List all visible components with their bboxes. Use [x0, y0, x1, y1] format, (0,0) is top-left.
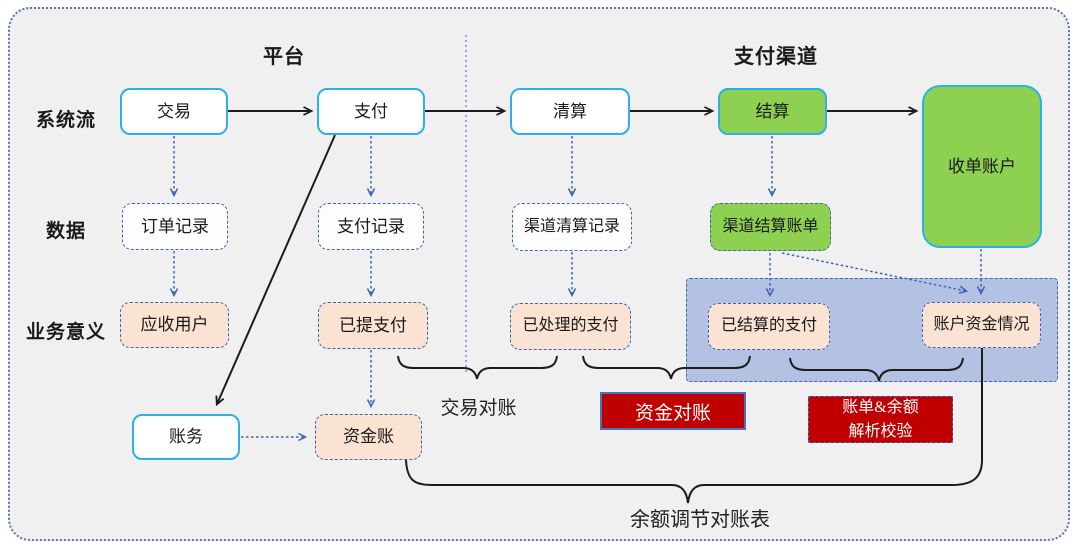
- node-submitted-pay: 已提支付: [318, 302, 428, 349]
- node-channel-clearing-record: 渠道清算记录: [512, 203, 632, 251]
- row-label-data: 数据: [45, 221, 86, 242]
- node-acquiring-account: 收单账户: [922, 85, 1042, 248]
- brace-fund-recon: [582, 355, 751, 380]
- node-account-fund-status: 账户资金情况: [922, 302, 1041, 348]
- node-receivable-user: 应收用户: [120, 302, 229, 348]
- label-bill-balance-line1: 账单&余额: [842, 399, 919, 417]
- row-label-system-flow: 系统流: [35, 110, 96, 131]
- node-settlement: 结算: [718, 88, 827, 135]
- node-trade: 交易: [120, 88, 228, 135]
- row-label-business-meaning: 业务意义: [25, 322, 106, 343]
- label-trade-recon: 交易对账: [440, 398, 517, 419]
- brace-bill-balance-check: [789, 357, 964, 382]
- label-fund-recon-badge: 资金对账: [600, 392, 746, 430]
- header-platform: 平台: [263, 46, 305, 68]
- node-clearing: 清算: [510, 88, 630, 135]
- label-balance-adjustment-sheet: 余额调节对账表: [630, 509, 770, 531]
- node-accounting: 账务: [132, 414, 240, 460]
- node-fund-account: 资金账: [315, 414, 422, 460]
- header-payment-channel: 支付渠道: [734, 46, 818, 68]
- brace-trade-recon: [397, 355, 558, 380]
- node-settled-pay: 已结算的支付: [708, 303, 830, 350]
- arrow-bill-to-account-status: [781, 252, 969, 294]
- label-fund-recon: 资金对账: [634, 402, 711, 424]
- node-pay-record: 支付记录: [318, 203, 424, 250]
- label-bill-balance-check-badge: 账单&余额 解析校验: [808, 396, 953, 443]
- node-pay: 支付: [317, 88, 425, 135]
- node-channel-settlement-bill: 渠道结算账单: [710, 203, 831, 251]
- arrow-pay-to-accounting: [215, 134, 336, 407]
- node-order-record: 订单记录: [122, 203, 228, 250]
- bracket-balance-adjustment: [405, 348, 983, 504]
- node-processed-pay: 已处理的支付: [510, 303, 631, 350]
- label-bill-balance-line2: 解析校验: [848, 422, 913, 440]
